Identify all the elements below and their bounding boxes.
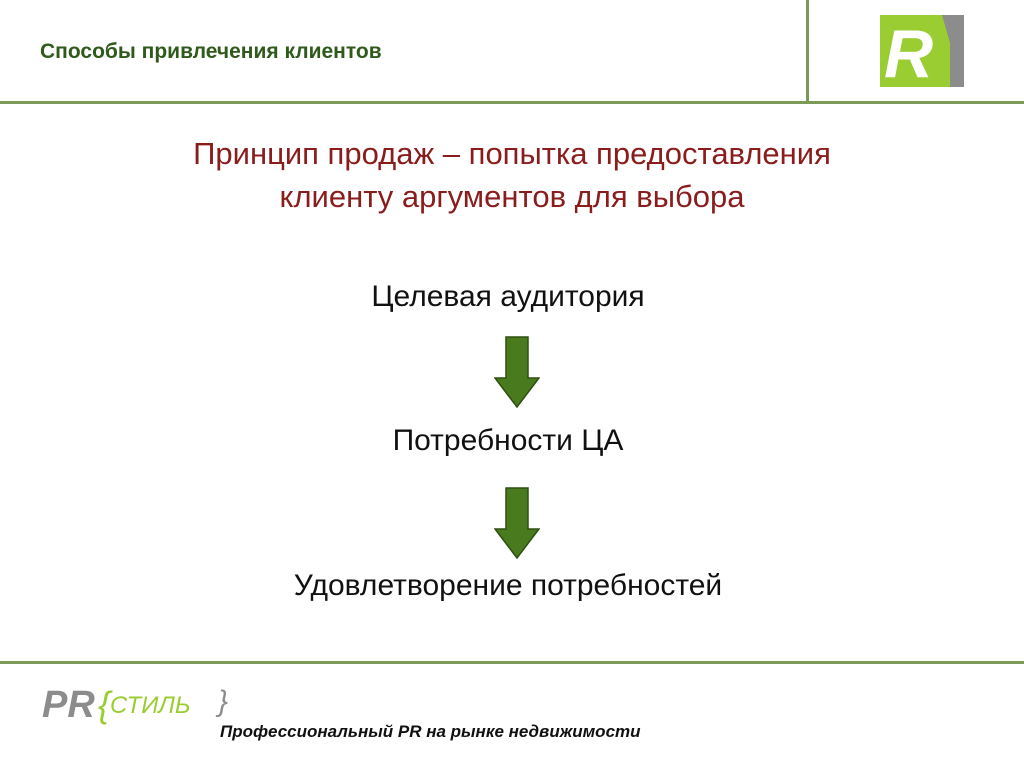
sales-principle: Принцип продаж – попытка предоставления … (0, 132, 1024, 218)
svg-text:R: R (884, 16, 933, 87)
arrow-down-icon (494, 336, 540, 408)
footer-divider (0, 661, 1024, 664)
arrow-down-icon (494, 487, 540, 559)
sales-principle-line-2: клиенту аргументов для выбора (279, 179, 745, 214)
footer-tagline: Профессиональный PR на рынке недвижимост… (220, 722, 641, 741)
svg-text:{: { (98, 684, 113, 725)
svg-text:PR: PR (42, 684, 95, 726)
flow-step-target-audience: Целевая аудитория (371, 280, 645, 313)
header-divider (0, 101, 1024, 104)
header-vertical-divider (806, 0, 809, 103)
sales-principle-line-1: Принцип продаж – попытка предоставления (193, 136, 831, 171)
svg-text:}: } (215, 685, 228, 718)
flow-step-satisfaction: Удовлетворение потребностей (293, 569, 723, 602)
flow-step-needs: Потребности ЦА (392, 424, 624, 457)
r-logo-icon: R (880, 15, 964, 87)
slide-title: Способы привлечения клиентов (40, 40, 382, 63)
pr-style-logo-icon: PR { СТИЛЬ } (42, 684, 228, 726)
svg-text:СТИЛЬ: СТИЛЬ (110, 692, 190, 719)
